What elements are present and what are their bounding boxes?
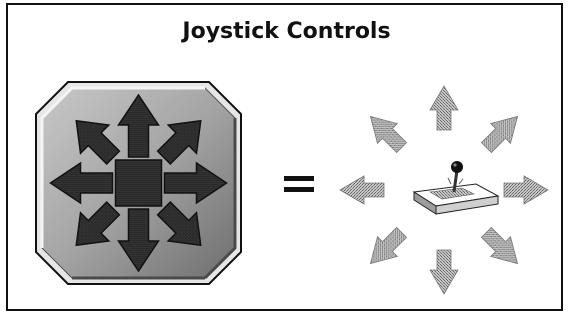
- dpad-down-arrow-icon[interactable]: [117, 208, 160, 273]
- joystick-down-arrow-icon: [429, 249, 459, 295]
- joystick-up-right-arrow-icon: [480, 115, 519, 154]
- joystick-down-right-arrow-icon: [480, 226, 519, 265]
- dpad-up-right-arrow-icon[interactable]: [62, 107, 127, 172]
- joystick-icon: [412, 161, 500, 215]
- dpad-left-arrow-icon[interactable]: [49, 161, 114, 205]
- dpad-up-left-arrow-icon[interactable]: [62, 194, 127, 259]
- dpad-down-right-arrow-icon[interactable]: [150, 107, 215, 172]
- joystick-down-left-arrow-icon: [369, 226, 408, 265]
- dpad-right-arrow-icon[interactable]: [163, 161, 228, 205]
- dpad-up-arrow-icon[interactable]: [117, 93, 160, 158]
- dpad-down-left-arrow-icon[interactable]: [150, 194, 215, 259]
- dpad-button[interactable]: [34, 80, 243, 286]
- joystick-left-arrow-icon: [339, 175, 385, 205]
- dpad-icon: [35, 81, 242, 285]
- panel-title: Joystick Controls: [182, 19, 391, 44]
- joystick-direction-diagram: [326, 72, 562, 308]
- joystick-up-arrow-icon: [429, 85, 459, 131]
- joystick-right-arrow-icon: [503, 175, 549, 205]
- joystick-up-left-arrow-icon: [369, 115, 408, 154]
- dpad-center: [114, 159, 163, 207]
- equals-icon: [280, 165, 320, 205]
